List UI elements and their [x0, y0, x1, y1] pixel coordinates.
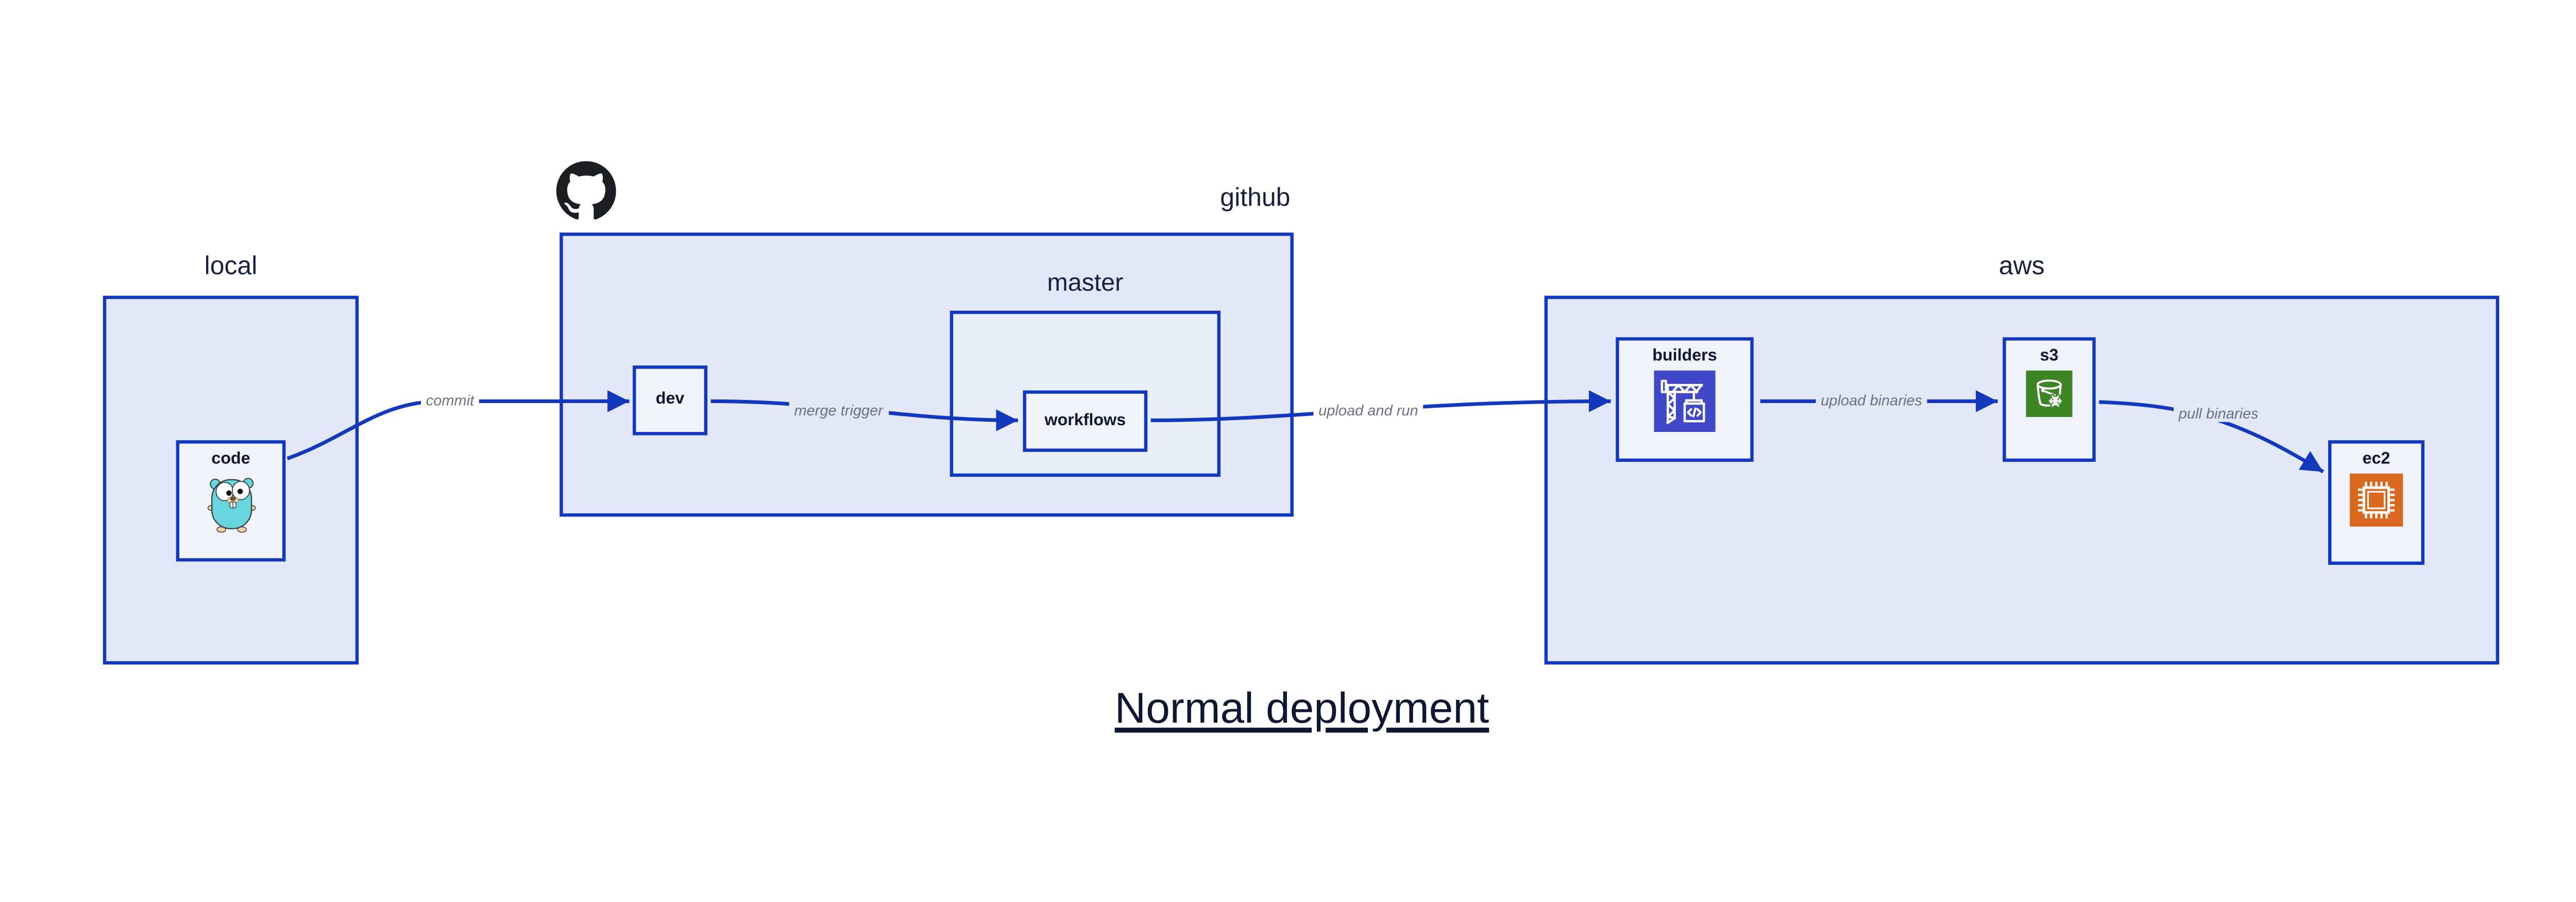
- go-gopher-icon: [179, 474, 282, 533]
- diagram-title: Normal deployment: [1114, 682, 1489, 733]
- node-builders-label: builders: [1652, 347, 1717, 366]
- edge-pull-binaries-label: pull binaries: [2174, 405, 2264, 422]
- group-aws-label: aws: [1998, 252, 2045, 281]
- github-logo-icon: [556, 161, 616, 221]
- node-workflows: workflows: [1023, 390, 1148, 452]
- node-builders: builders: [1616, 337, 1754, 462]
- node-s3-label: s3: [2040, 347, 2059, 366]
- node-ec2-label: ec2: [2362, 450, 2391, 469]
- group-local-label: local: [204, 252, 258, 281]
- node-workflows-label: workflows: [1044, 411, 1126, 430]
- node-dev-label: dev: [655, 390, 685, 409]
- node-s3: s3: [2003, 337, 2096, 462]
- edge-commit-label: commit: [421, 392, 479, 409]
- edge-upload-and-run-label: upload and run: [1313, 402, 1423, 419]
- ec2-chip-icon: [2331, 473, 2421, 527]
- group-master-label: master: [1047, 269, 1124, 297]
- node-code-label: code: [211, 450, 250, 469]
- codebuild-crane-icon: [1619, 370, 1751, 432]
- node-ec2: ec2: [2328, 440, 2425, 565]
- node-dev: dev: [633, 365, 708, 436]
- group-github-label: github: [1220, 184, 1291, 213]
- node-code: code: [176, 440, 286, 562]
- edge-merge-trigger-label: merge trigger: [789, 402, 888, 419]
- edge-upload-binaries-label: upload binaries: [1816, 392, 1927, 409]
- s3-bucket-icon: [2006, 370, 2093, 417]
